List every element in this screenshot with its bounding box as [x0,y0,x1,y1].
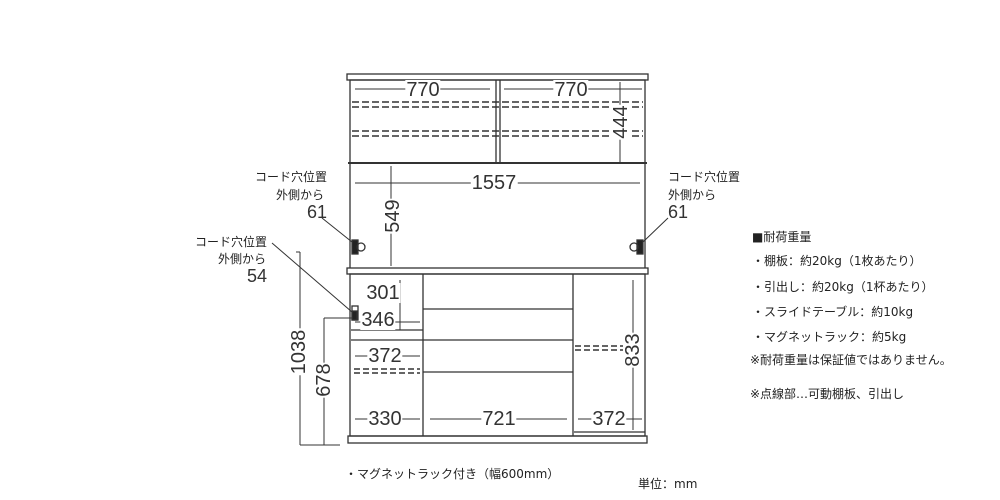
dim-upper-right-width: 770 [553,79,589,101]
cord-label-line1: コード穴位置 [668,170,741,184]
dim-counter-height: 1038 [288,328,310,376]
cord-label-line2: 外側から [668,188,717,202]
cord-hole-right [636,239,644,255]
dim-small-drawer-height: 301 [365,282,401,304]
load-item: ・マグネットラック：約5kg [752,330,907,344]
dim-upper-left-width: 770 [405,79,441,101]
cord-label-line2: 外側から [218,252,267,266]
dim-right-width: 372 [591,408,627,430]
dim-center-width: 721 [481,408,517,430]
counter-top [346,267,649,275]
dim-open-height: 549 [382,198,404,234]
dim-left-bottom-width: 330 [367,408,403,430]
load-title: ■耐荷重量 [752,230,812,244]
cord-label-line1: コード穴位置 [195,235,268,249]
dotted-line-note: ※点線部…可動棚板、引出し [750,387,905,401]
cord-label-value: 54 [247,266,268,286]
cord-hole-left [351,239,359,255]
base-board [347,435,648,444]
unit-label: 単位：mm [638,477,698,491]
dim-slide-table-height: 678 [313,362,335,398]
dim-left-drawer-width: 372 [367,345,403,367]
cord-label-line1: コード穴位置 [255,170,328,184]
load-item: ・引出し：約20kg（1杯あたり） [752,280,934,294]
dim-cord-hole-height: 346 [360,309,396,331]
movable-shelf-upper [352,101,643,137]
dim-right-height: 833 [622,332,644,368]
top-board [346,73,649,81]
load-disclaimer: ※耐荷重量は保証値ではありません。 [750,353,952,367]
upper-cabinet [349,79,646,164]
dim-inner-width: 1557 [470,172,518,194]
dim-upper-height: 444 [610,104,632,140]
cord-label-line2: 外側から [276,188,325,202]
load-item: ・スライドテーブル：約10kg [752,305,914,319]
cord-label-value: 61 [668,202,689,222]
magnet-rack-note: ・マグネットラック付き（幅600mm） [345,467,560,481]
cord-label-value: 61 [307,202,328,222]
load-item: ・棚板：約20kg（1枚あたり） [752,254,922,268]
